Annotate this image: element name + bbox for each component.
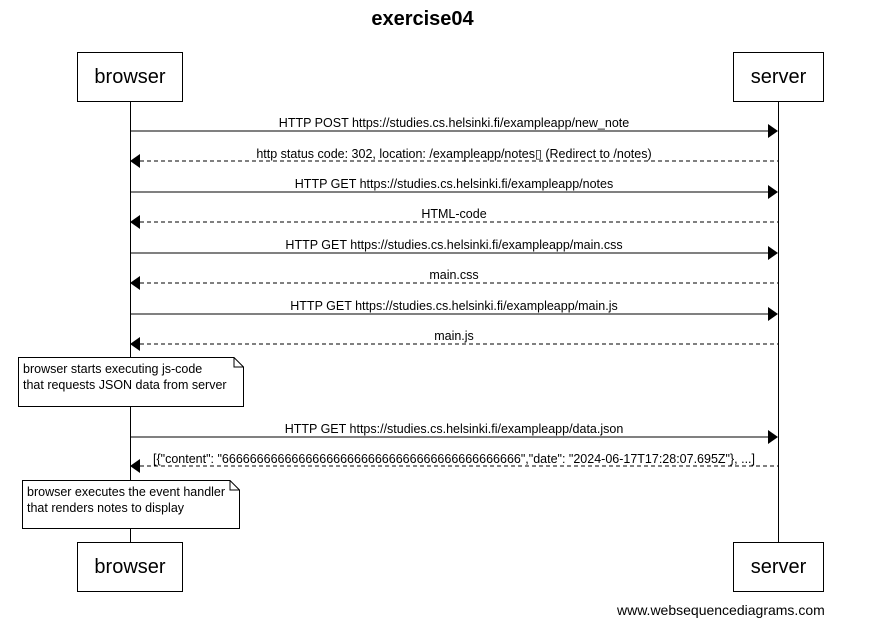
note-js-execution: browser starts executing js-code that re…	[18, 357, 244, 407]
note-frame	[22, 480, 240, 529]
diagram-title: exercise04	[371, 8, 474, 30]
lifeline-server	[778, 102, 779, 543]
msg-arrow-2	[130, 154, 778, 168]
participant-browser-bottom: browser	[77, 542, 183, 592]
msg-label-3: HTTP GET https://studies.cs.helsinki.fi/…	[294, 177, 614, 191]
participant-browser-top: browser	[77, 52, 183, 102]
note-event-handler: browser executes the event handler that …	[22, 480, 240, 529]
msg-label-4: HTML-code	[421, 207, 487, 221]
watermark-link[interactable]: www.websequencediagrams.com	[617, 602, 825, 618]
msg-arrow-8	[130, 337, 778, 351]
msg-label-10: [{"content": "66666666666666666666666666…	[153, 452, 755, 466]
msg-label-1: HTTP POST https://studies.cs.helsinki.fi…	[278, 116, 630, 130]
msg-label-2: http status code: 302, location: /exampl…	[256, 147, 652, 161]
msg-arrow-9	[130, 430, 778, 444]
msg-label-8: main.js	[434, 329, 474, 343]
note-line: that requests JSON data from server	[23, 378, 227, 392]
participant-server-bottom: server	[733, 542, 824, 592]
msg-label-9: HTTP GET https://studies.cs.helsinki.fi/…	[284, 422, 624, 436]
note-line: browser executes the event handler	[27, 485, 226, 499]
msg-arrow-1	[130, 124, 778, 138]
lifeline-browser	[130, 102, 131, 543]
msg-label-5: HTTP GET https://studies.cs.helsinki.fi/…	[285, 238, 623, 252]
msg-label-7: HTTP GET https://studies.cs.helsinki.fi/…	[290, 299, 618, 313]
msg-arrow-10	[130, 459, 778, 473]
msg-label-6: main.css	[429, 268, 479, 282]
msg-arrow-6	[130, 276, 778, 290]
msg-arrow-7	[130, 307, 778, 321]
msg-arrow-5	[130, 246, 778, 260]
msg-arrow-3	[130, 185, 778, 199]
msg-arrow-4	[130, 215, 778, 229]
note-line: that renders notes to display	[27, 501, 185, 515]
note-line: browser starts executing js-code	[23, 362, 203, 376]
participant-server-top: server	[733, 52, 824, 102]
note-frame	[18, 357, 244, 407]
